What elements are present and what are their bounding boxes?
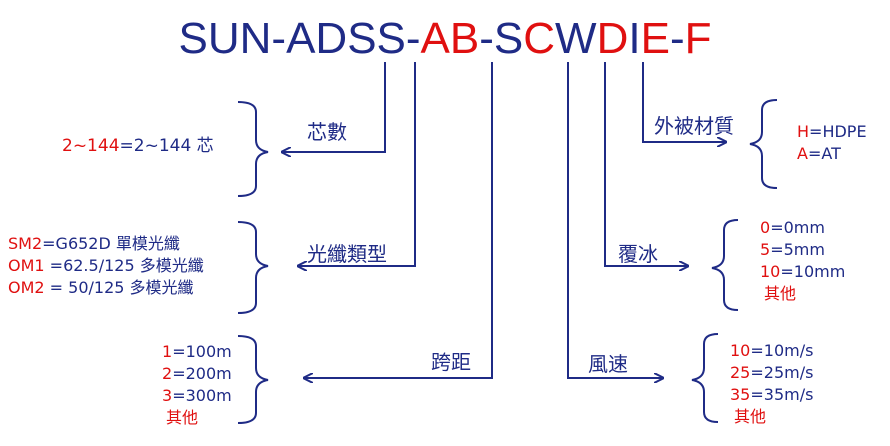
option-other: 其他 <box>734 407 767 426</box>
model-code-segment: F <box>684 14 712 63</box>
option-code: OM2 <box>8 278 45 297</box>
core-count-desc: =2~144 芯 <box>119 136 214 156</box>
option-code: SM2 <box>8 234 43 253</box>
option-meaning: =G652D 單模光纖 <box>42 234 180 253</box>
option-meaning: =100m <box>172 342 232 361</box>
wind-option: 10=10m/s <box>730 340 813 362</box>
span-option: 3=300m <box>162 385 232 407</box>
fiber-type-option: SM2=G652D 單模光纖 <box>8 233 204 255</box>
fiber-type-bracket <box>237 221 269 314</box>
core-count-bracket <box>237 101 269 197</box>
option-meaning: =25m/s <box>750 363 814 382</box>
ice-connector <box>604 62 688 266</box>
model-code-segment: D <box>596 14 629 63</box>
span-connector <box>304 62 493 378</box>
fiber-type-connector <box>298 62 416 266</box>
option-meaning: =HDPE <box>809 122 867 141</box>
option-code: 2 <box>162 364 173 383</box>
option-meaning: =300m <box>172 386 232 405</box>
model-code: SUN-ADSS-AB-SCWDIE-F <box>0 14 890 64</box>
fiber-type-option: OM2 = 50/125 多模光纖 <box>8 277 204 299</box>
option-code: 3 <box>162 386 173 405</box>
wind-connector <box>567 62 663 378</box>
option-other: 其他 <box>166 408 199 427</box>
option-code: 1 <box>162 342 173 361</box>
option-meaning: =5mm <box>770 240 825 259</box>
option-meaning: =AT <box>807 144 841 163</box>
jacket-connector <box>642 62 726 142</box>
core-count-value: 2~144=2~144 芯 <box>62 135 214 157</box>
option-meaning: =200m <box>172 364 232 383</box>
span-bracket <box>237 335 269 424</box>
model-code-segment: SUN-ADSS- <box>178 14 421 63</box>
jacket-label: 外被材質 <box>654 114 734 138</box>
option-meaning: =10mm <box>780 262 846 281</box>
option-meaning: =10m/s <box>750 341 814 360</box>
model-code-segment: W <box>555 14 597 63</box>
wind-option: 35=35m/s <box>730 384 813 406</box>
fiber-type-label: 光纖類型 <box>307 242 387 266</box>
model-code-segment: E <box>640 14 670 63</box>
option-meaning: =35m/s <box>750 385 814 404</box>
model-code-segment: - <box>669 14 685 63</box>
option-code: A <box>797 144 808 163</box>
wind-label: 風速 <box>588 352 628 376</box>
option-meaning: =0mm <box>770 218 825 237</box>
model-code-segment: -S <box>479 14 524 63</box>
jacket-option: H=HDPE <box>797 121 867 143</box>
ice-option: 5=5mm <box>760 239 845 261</box>
wind-option: 25=25m/s <box>730 362 813 384</box>
ice-option: 10=10mm <box>760 261 845 283</box>
option-meaning: = 50/125 多模光纖 <box>44 278 194 297</box>
core-count-connector <box>282 62 386 152</box>
jacket-option: A=AT <box>797 143 867 165</box>
model-code-segment: AB <box>420 14 480 63</box>
model-code-segment: C <box>523 14 556 63</box>
option-code: 5 <box>760 240 771 259</box>
option-other: 其他 <box>764 284 797 303</box>
option-code: 10 <box>730 341 751 360</box>
ice-option: 0=0mm <box>760 217 845 239</box>
ice-label: 覆冰 <box>618 242 658 266</box>
ice-bracket <box>711 219 739 311</box>
jacket-bracket <box>749 99 778 189</box>
span-label: 跨距 <box>431 350 471 374</box>
option-code: 35 <box>730 385 751 404</box>
option-code: 10 <box>760 262 781 281</box>
core-count-range: 2~144 <box>62 136 120 156</box>
span-option: 2=200m <box>162 363 232 385</box>
option-meaning: =62.5/125 多模光纖 <box>44 256 204 275</box>
span-option: 1=100m <box>162 341 232 363</box>
option-code: H <box>797 122 810 141</box>
model-code-segment: I <box>628 14 641 63</box>
option-code: 0 <box>760 218 771 237</box>
option-code: 25 <box>730 363 751 382</box>
wind-bracket <box>691 333 719 423</box>
core-count-label: 芯數 <box>307 120 347 144</box>
option-code: OM1 <box>8 256 45 275</box>
fiber-type-option: OM1 =62.5/125 多模光纖 <box>8 255 204 277</box>
